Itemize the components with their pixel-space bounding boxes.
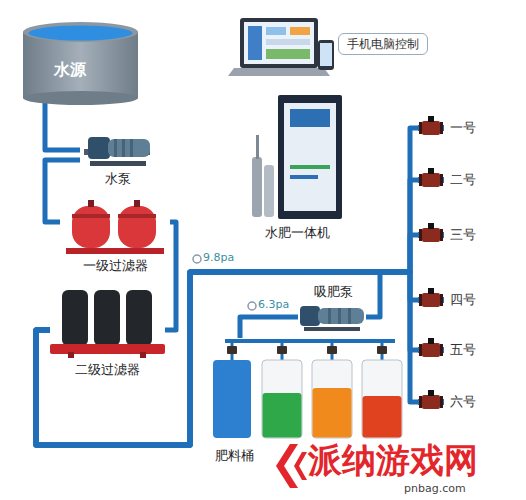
pipe-connector: [36, 272, 418, 445]
phone-illustration: [318, 40, 334, 70]
node-label: 三号: [450, 227, 476, 243]
pipe: [366, 272, 380, 317]
pipe-connector: [36, 128, 418, 445]
zone-valve: 六号: [418, 390, 498, 414]
zone-valve: 三号: [418, 223, 498, 247]
pipe-connector: [36, 180, 418, 445]
zone-valve: 四号: [418, 288, 498, 312]
zone-valve: 五号: [418, 338, 498, 362]
node-label: 一级过滤器: [83, 258, 148, 274]
pressure-value: 9.8pa: [203, 251, 234, 264]
water-pump: 水泵: [80, 133, 155, 191]
node-label: 四号: [450, 292, 476, 308]
zone-valve: 一号: [418, 116, 498, 140]
fertigation-machine: 水肥一体机: [250, 95, 345, 245]
zone-valve: 二号: [418, 168, 498, 192]
fertigation-machine-icon: [250, 95, 345, 245]
secondary-filter: 二级过滤器: [50, 290, 165, 385]
pipe-connector: [165, 222, 176, 330]
pipe-connector: [36, 272, 418, 445]
pressure-value: 6.3pa: [258, 298, 289, 311]
pressure-gauge: [248, 302, 256, 310]
node-label: 六号: [450, 394, 476, 410]
laptop-illustration: [228, 18, 330, 76]
node-label: 肥料桶: [215, 448, 254, 464]
pipe-connector: [45, 160, 80, 222]
node-label: 水泵: [105, 171, 131, 187]
node-label: 水肥一体机: [265, 225, 330, 241]
node-label: 二号: [450, 172, 476, 188]
pipe-connector: [36, 272, 418, 445]
suction-pump: 吸肥泵: [298, 282, 368, 334]
primary-filter: 一级过滤器: [60, 200, 170, 278]
pressure-gauge: [193, 255, 201, 263]
pipe-connector: [45, 102, 80, 150]
pipe-connector: [36, 235, 418, 445]
control-tag: 手机电脑控制: [338, 33, 428, 55]
node-label: 二级过滤器: [75, 362, 140, 378]
node-label: 一号: [450, 120, 476, 136]
pipe-connector: [240, 317, 298, 338]
watermark-logo: [276, 444, 307, 488]
water-tank: 水源: [18, 20, 143, 106]
node-label: 水源: [54, 60, 86, 79]
watermark-url: pnbag.com: [404, 482, 466, 495]
node-label: 五号: [450, 342, 476, 358]
node-label: 吸肥泵: [314, 284, 353, 300]
node-label: 手机电脑控制: [347, 37, 419, 51]
watermark-text: 派纳游戏网: [308, 440, 478, 481]
